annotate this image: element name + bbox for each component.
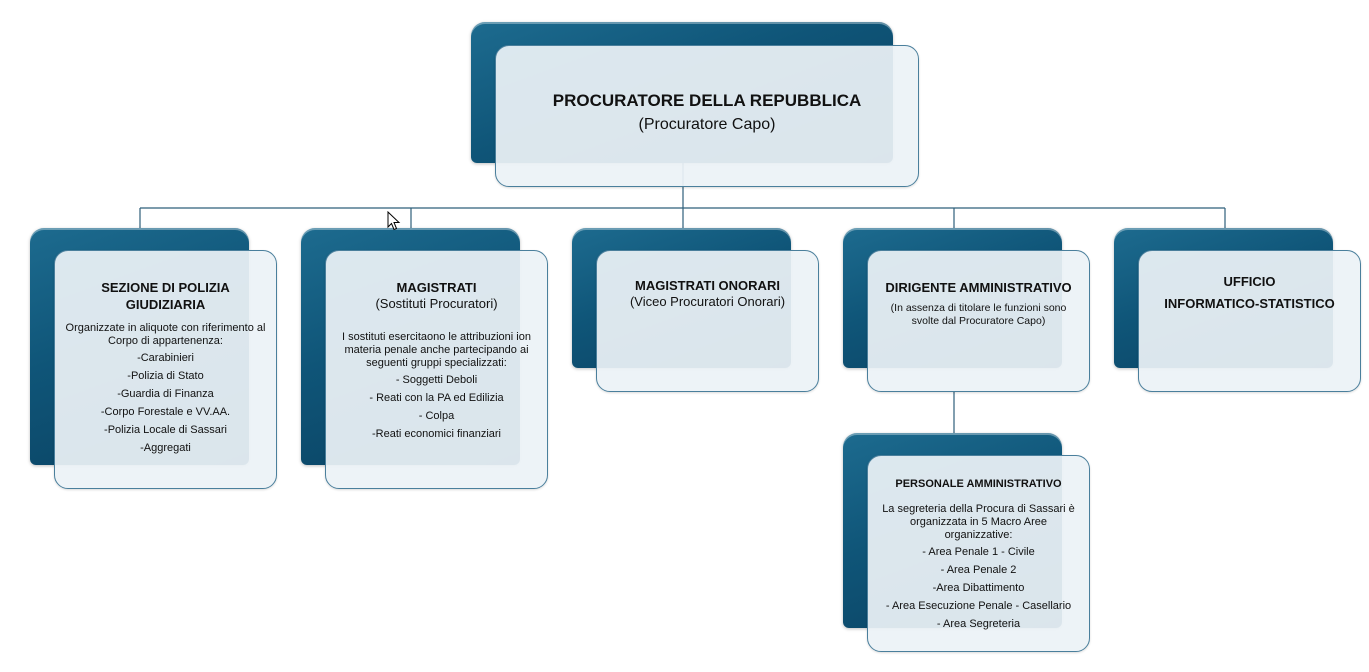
list-item: -Carabinieri <box>137 352 194 364</box>
sezione-list: -Carabinieri -Polizia di Stato -Guardia … <box>63 349 268 457</box>
list-item: - Soggetti Deboli <box>395 374 478 386</box>
magistrati-title: MAGISTRATI <box>396 280 477 295</box>
mouse-cursor-icon <box>387 211 401 231</box>
list-item: - Colpa <box>418 410 455 422</box>
list-item: -Polizia di Stato <box>127 370 204 382</box>
personale-description: La segreteria della Procura di Sassari è… <box>882 503 1075 541</box>
magistrati-description: I sostituti esercitaono le attribuzioni … <box>342 331 531 369</box>
magistrati-list: - Soggetti Deboli - Reati con la PA ed E… <box>334 371 539 443</box>
list-item: -Reati economici finanziari <box>372 428 501 440</box>
sezione-description: Organizzate in aliquote con riferimento … <box>65 322 266 347</box>
list-item: -Corpo Forestale e VV.AA. <box>100 406 231 418</box>
node-personale[interactable]: PERSONALE AMMINISTRATIVO La segreteria d… <box>843 433 1093 655</box>
sezione-title: SEZIONE DI POLIZIA GIUDIZIARIA <box>101 280 230 312</box>
ufficio-title-line1: UFFICIO <box>1223 274 1276 289</box>
dirigente-description: (In assenza di titolare le funzioni sono… <box>890 302 1067 327</box>
node-sezione-polizia[interactable]: SEZIONE DI POLIZIA GIUDIZIARIA Organizza… <box>30 228 280 492</box>
list-item: -Aggregati <box>140 442 191 454</box>
list-item: - Reati con la PA ed Edilizia <box>369 392 504 404</box>
list-item: - Area Segreteria <box>936 618 1021 630</box>
personale-title: PERSONALE AMMINISTRATIVO <box>895 478 1062 490</box>
node-dirigente[interactable]: DIRIGENTE AMMINISTRATIVO (In assenza di … <box>843 228 1093 395</box>
list-item: - Area Esecuzione Penale - Casellario <box>885 600 1072 612</box>
magistrati-subtitle: (Sostituti Procuratori) <box>375 296 498 311</box>
procuratore-title: PROCURATORE DELLA REPUBBLICA <box>552 91 862 110</box>
list-item: - Area Penale 1 - Civile <box>922 546 1035 558</box>
ufficio-title-line2: INFORMATICO-STATISTICO <box>1164 296 1335 311</box>
procuratore-subtitle: (Procuratore Capo) <box>638 116 776 133</box>
onorari-subtitle: (Viceo Procuratori Onorari) <box>629 294 786 309</box>
onorari-title: MAGISTRATI ONORARI <box>635 278 780 293</box>
list-item: - Area Penale 2 <box>940 564 1017 576</box>
list-item: -Guardia di Finanza <box>117 388 214 400</box>
list-item: -Area Dibattimento <box>932 582 1025 594</box>
node-procuratore[interactable]: PROCURATORE DELLA REPUBBLICA (Procurator… <box>471 22 921 190</box>
list-item: -Polizia Locale di Sassari <box>104 424 227 436</box>
personale-list: - Area Penale 1 - Civile - Area Penale 2… <box>876 543 1081 633</box>
dirigente-title: DIRIGENTE AMMINISTRATIVO <box>885 280 1072 295</box>
node-magistrati[interactable]: MAGISTRATI (Sostituti Procuratori) I sos… <box>301 228 551 492</box>
node-magistrati-onorari[interactable]: MAGISTRATI ONORARI (Viceo Procuratori On… <box>572 228 822 395</box>
node-ufficio[interactable]: UFFICIO INFORMATICO-STATISTICO <box>1114 228 1364 395</box>
